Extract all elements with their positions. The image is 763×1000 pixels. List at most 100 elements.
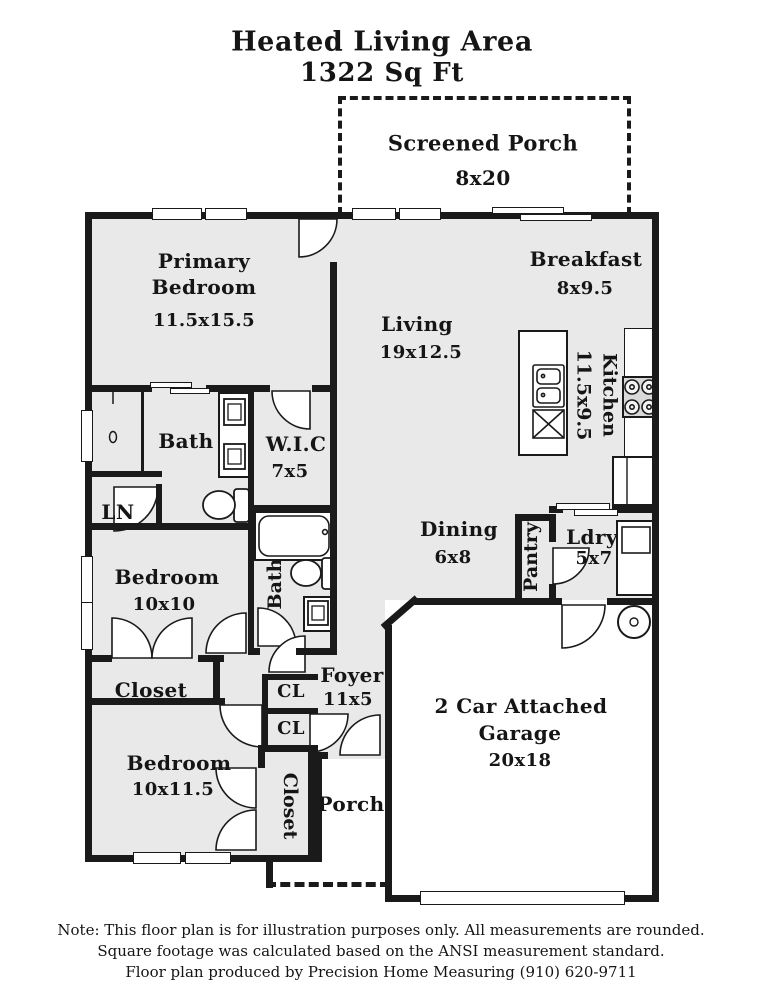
room-dims-dining: 6x8 [434, 547, 472, 568]
kitchen-name: Kitchen [598, 353, 621, 437]
room-dims-bedroom3: 10x11.5 [131, 779, 215, 800]
pocket-door [170, 388, 210, 394]
wall [330, 262, 337, 655]
wall [549, 598, 562, 605]
wall [549, 584, 556, 605]
room-dims-garage: 20x18 [488, 750, 552, 771]
room-label-wic: W.I.C [265, 432, 327, 456]
wall [198, 655, 224, 662]
refrigerator-icon [612, 456, 657, 506]
garage-door [420, 891, 625, 905]
room-label-kitchen: Kitchen 11.5x9.5 [570, 350, 621, 441]
room-label-closet2: Closet [114, 678, 188, 702]
room-dims-foyer: 11x5 [323, 689, 373, 710]
wall [258, 745, 318, 752]
page-title: Heated Living Area [231, 26, 533, 58]
water-heater-icon [617, 605, 651, 639]
window [352, 208, 396, 220]
room-label-bedroom3: Bedroom [126, 751, 232, 775]
room-label-linen: LN [101, 500, 135, 524]
window [81, 556, 93, 604]
footer-note-line2: Square footage was calculated based on t… [97, 942, 665, 960]
room-label-garage: 2 Car Attached [434, 694, 608, 718]
wall [254, 505, 337, 511]
door-swing-garage-entry [561, 604, 606, 649]
footer-note-line1: Note: This floor plan is for illustratio… [57, 921, 705, 939]
sliding-door [492, 207, 564, 214]
room-label-screened-porch: Screened Porch [387, 130, 579, 156]
pocket-door [574, 509, 618, 516]
wall [248, 648, 260, 655]
window [81, 602, 93, 650]
wall [385, 625, 392, 902]
kitchen-island [518, 330, 568, 456]
room-label-garage: Garage [478, 721, 562, 745]
wall [315, 752, 322, 862]
footer-note-line3: Floor plan produced by Precision Home Me… [125, 963, 637, 981]
sliding-door [520, 214, 592, 221]
room-dims-breakfast: 8x9.5 [556, 278, 614, 299]
wall [258, 752, 265, 768]
room-label-living: Living [381, 312, 453, 336]
wall [515, 514, 522, 605]
room-dims-laundry: 5x7 [575, 548, 613, 569]
wall [266, 855, 273, 888]
room-dims-screened-porch: 8x20 [455, 166, 511, 190]
wall [413, 598, 560, 605]
room-dims-primary-bedroom: 11.5x15.5 [152, 310, 256, 331]
room-label-bath2: Bath [263, 559, 289, 610]
wall [549, 514, 556, 542]
wall [85, 655, 112, 662]
room-label-breakfast: Breakfast [529, 247, 643, 271]
wall [308, 748, 315, 862]
room-label-bath-primary: Bath [158, 429, 214, 453]
wall [652, 212, 659, 902]
room-label-primary-bedroom: Bedroom [151, 275, 257, 299]
window [185, 852, 231, 864]
wall [156, 484, 162, 525]
room-label-pantry: Pantry [519, 522, 545, 592]
room-label-laundry: Ldry [566, 525, 618, 549]
wall [607, 598, 659, 605]
room-label-cl2: CL [277, 718, 305, 739]
room-dims-living: 19x12.5 [379, 342, 463, 363]
room-label-foyer: Foyer [320, 663, 384, 687]
wall [85, 471, 162, 477]
bathtub-icon [254, 511, 336, 561]
wall [85, 385, 152, 392]
wall [262, 674, 318, 680]
wall [85, 523, 254, 530]
room-dims-bedroom2: 10x10 [132, 594, 196, 615]
bath2-name: Bath [264, 558, 287, 610]
porch-fill [322, 759, 385, 855]
wall [213, 662, 220, 705]
kitchen-dims: 11.5x9.5 [573, 349, 595, 441]
wall-shower [141, 392, 144, 473]
wall [206, 385, 270, 392]
room-dims-wic: 7x5 [271, 461, 309, 482]
wall [85, 698, 225, 705]
window [399, 208, 441, 220]
window [81, 410, 93, 462]
screened-porch-outline [338, 96, 631, 215]
porch-dashed-edge [266, 882, 390, 887]
vanity-primary [218, 392, 250, 478]
room-label-closet3: Closet [276, 773, 302, 840]
wall [312, 385, 337, 392]
vanity-bath2 [303, 596, 333, 632]
wall [296, 648, 337, 655]
page-subtitle-sqft: 1322 Sq Ft [300, 58, 464, 88]
pocket-door [150, 382, 192, 388]
washer-dryer-icon [616, 520, 656, 596]
wall [612, 506, 659, 513]
wall [85, 212, 92, 862]
pantry-name: Pantry [520, 522, 543, 592]
window [205, 208, 247, 220]
room-label-primary-bedroom: Primary [157, 249, 251, 273]
room-label-porch: Porch [317, 792, 385, 816]
room-label-bedroom2: Bedroom [114, 565, 220, 589]
room-label-cl1: CL [277, 681, 305, 702]
window [152, 208, 202, 220]
window [133, 852, 181, 864]
